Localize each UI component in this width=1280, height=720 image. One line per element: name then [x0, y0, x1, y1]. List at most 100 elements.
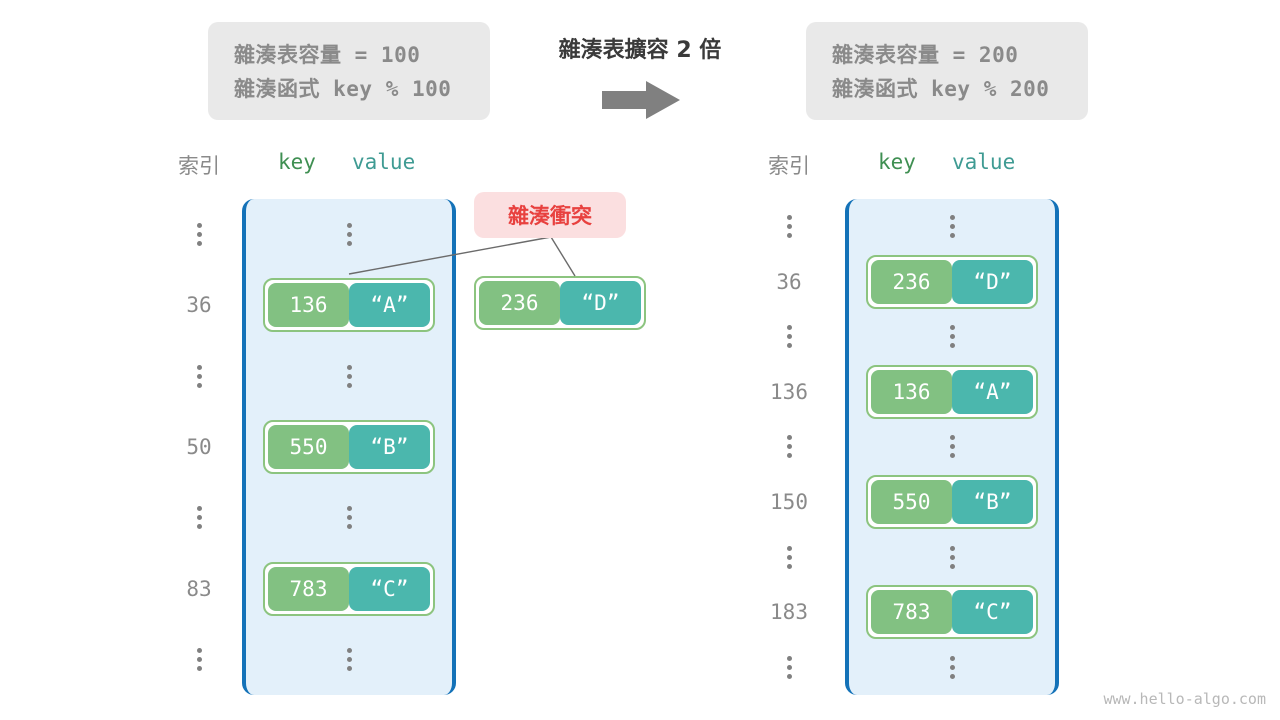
after-entry-pair: 236“D” [866, 254, 1038, 309]
before-row-entry: 136“A” [242, 270, 456, 341]
before-index-6 [170, 624, 228, 695]
after-index-ellipsis-4 [786, 435, 792, 459]
header-key-after: key [878, 150, 916, 174]
before-row-ellipsis [242, 199, 456, 270]
after-index-ellipsis-0 [786, 215, 792, 239]
before-entry-value: “C” [349, 566, 430, 611]
after-index-2 [760, 309, 818, 364]
after-index-ellipsis-2 [786, 325, 792, 349]
hash-table-rows-before: 136“A” 550“B” 783“C” [242, 199, 456, 695]
hash-table-indices-after: 36 136 150 183 [760, 199, 818, 695]
after-body-ellipsis-2 [949, 325, 955, 349]
after-body-ellipsis-8 [949, 655, 955, 679]
before-index-ellipsis-6 [196, 648, 202, 672]
after-entry-value: “D” [952, 259, 1033, 304]
collision-badge: 雜湊衝突 [474, 192, 626, 238]
overflow-value: “D” [560, 281, 641, 325]
before-index-3: 50 [170, 412, 228, 483]
capacity-info-before: 雜湊表容量 = 100 雜湊函式 key % 100 [208, 22, 490, 120]
after-index-ellipsis-6 [786, 545, 792, 569]
after-row-ellipsis [845, 530, 1059, 585]
before-entry-value: “B” [349, 424, 430, 469]
arrow-right-icon [602, 81, 680, 119]
hash-table-rows-after: 236“D” 136“A” 550“B” 783“C” [845, 199, 1059, 695]
before-index-0 [170, 199, 228, 270]
after-index-7: 183 [760, 585, 818, 640]
before-row-ellipsis [242, 624, 456, 695]
before-row-entry: 550“B” [242, 412, 456, 483]
after-index-5: 150 [760, 475, 818, 530]
before-row-ellipsis [242, 482, 456, 553]
after-row-ellipsis [845, 640, 1059, 695]
after-entry-pair: 550“B” [866, 475, 1038, 530]
before-entry-pair: 550“B” [263, 419, 435, 474]
before-body-ellipsis-2 [346, 364, 352, 388]
after-index-4 [760, 419, 818, 474]
before-row-entry: 783“C” [242, 553, 456, 624]
hash-function-line-after: 雜湊函式 key % 200 [832, 77, 1050, 101]
after-entry-key: 783 [871, 590, 952, 635]
after-index-8 [760, 640, 818, 695]
header-index-before: 索引 [178, 154, 220, 178]
before-index-ellipsis-2 [196, 364, 202, 388]
before-body-ellipsis-6 [346, 648, 352, 672]
after-row-entry: 136“A” [845, 364, 1059, 419]
after-row-entry: 550“B” [845, 475, 1059, 530]
after-index-label: 150 [770, 490, 808, 515]
after-index-3: 136 [760, 364, 818, 419]
before-index-4 [170, 482, 228, 553]
after-entry-pair: 783“C” [866, 585, 1038, 640]
after-entry-key: 236 [871, 259, 952, 304]
before-entry-pair: 136“A” [263, 278, 435, 333]
before-index-label: 50 [186, 434, 212, 459]
before-entry-key: 550 [268, 424, 349, 469]
before-index-1: 36 [170, 270, 228, 341]
before-entry-pair: 783“C” [263, 561, 435, 616]
header-index-after: 索引 [768, 154, 810, 178]
after-body-ellipsis-4 [949, 435, 955, 459]
after-index-0 [760, 199, 818, 254]
after-index-6 [760, 530, 818, 585]
hash-function-line-before: 雜湊函式 key % 100 [234, 77, 452, 101]
after-entry-pair: 136“A” [866, 364, 1038, 419]
after-entry-key: 550 [871, 480, 952, 525]
after-row-ellipsis [845, 419, 1059, 474]
header-value-after: value [952, 150, 1016, 174]
before-row-ellipsis [242, 341, 456, 412]
after-entry-value: “C” [952, 590, 1033, 635]
before-index-label: 83 [186, 576, 212, 601]
after-entry-value: “B” [952, 480, 1033, 525]
after-index-label: 36 [776, 269, 802, 294]
before-entry-key: 783 [268, 566, 349, 611]
capacity-info-after: 雜湊表容量 = 200 雜湊函式 key % 200 [806, 22, 1088, 120]
header-value-before: value [352, 150, 416, 174]
capacity-line-before: 雜湊表容量 = 100 [234, 43, 421, 67]
before-entry-key: 136 [268, 283, 349, 328]
after-index-1: 36 [760, 254, 818, 309]
after-row-entry: 783“C” [845, 585, 1059, 640]
after-row-ellipsis [845, 199, 1059, 254]
after-body-ellipsis-6 [949, 545, 955, 569]
before-body-ellipsis-0 [346, 222, 352, 246]
after-entry-value: “A” [952, 369, 1033, 414]
after-index-label: 136 [770, 379, 808, 404]
after-index-ellipsis-8 [786, 655, 792, 679]
after-body-ellipsis-0 [949, 215, 955, 239]
before-index-ellipsis-4 [196, 506, 202, 530]
before-index-5: 83 [170, 553, 228, 624]
after-row-entry: 236“D” [845, 254, 1059, 309]
watermark: www.hello-algo.com [1103, 690, 1266, 708]
overflow-key: 236 [479, 281, 560, 325]
header-key-before: key [278, 150, 316, 174]
capacity-line-after: 雜湊表容量 = 200 [832, 43, 1019, 67]
after-row-ellipsis [845, 309, 1059, 364]
before-body-ellipsis-4 [346, 506, 352, 530]
after-index-label: 183 [770, 600, 808, 625]
transform-title: 雜湊表擴容 2 倍 [558, 38, 722, 63]
after-entry-key: 136 [871, 369, 952, 414]
before-index-ellipsis-0 [196, 222, 202, 246]
before-index-2 [170, 341, 228, 412]
before-index-label: 36 [186, 293, 212, 318]
overflow-entry: 236 “D” [474, 276, 646, 330]
